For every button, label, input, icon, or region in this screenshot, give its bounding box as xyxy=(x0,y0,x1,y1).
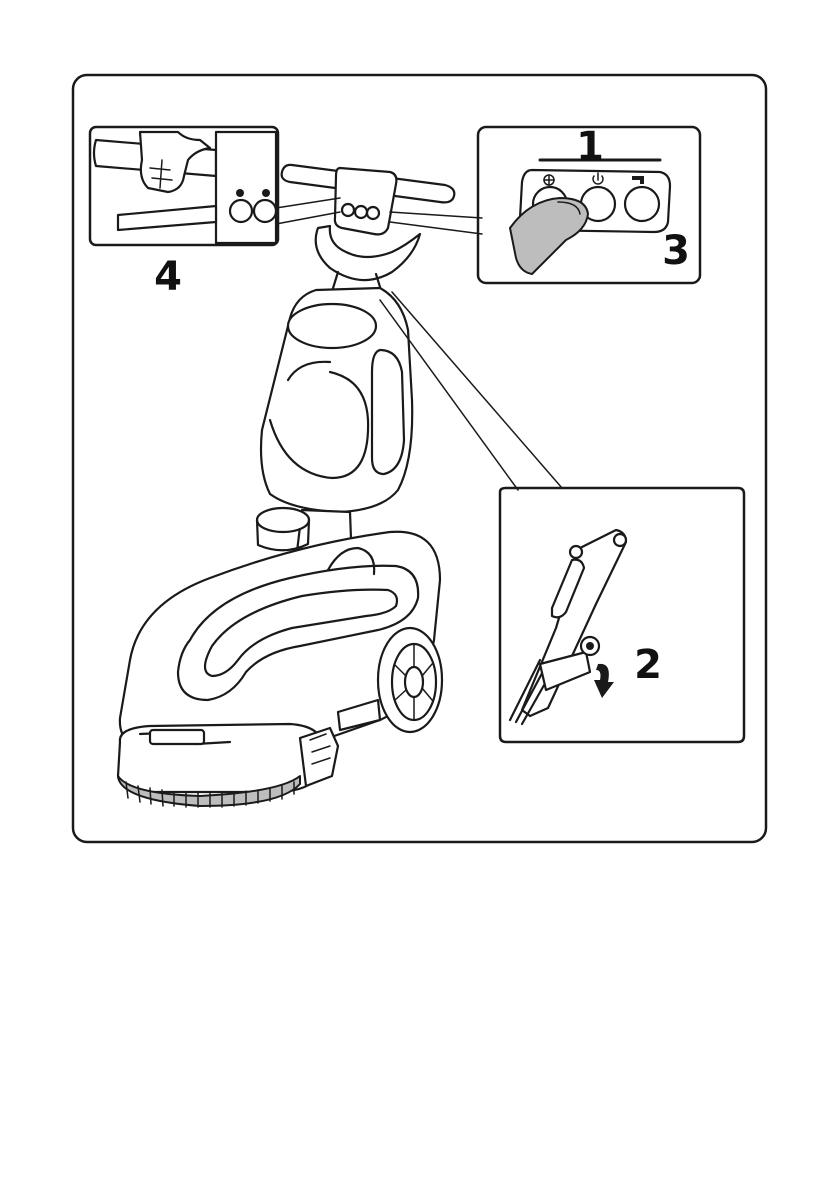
inset-handle-grip xyxy=(90,127,278,245)
rotate-arrow-icon xyxy=(594,664,614,698)
water-drop-icon xyxy=(544,175,554,185)
callout-3: 3 xyxy=(662,228,690,274)
callout-4: 4 xyxy=(154,254,182,300)
callout-1: 1 xyxy=(576,124,604,170)
inset-lever xyxy=(500,488,766,750)
callout-2: 2 xyxy=(634,642,662,688)
